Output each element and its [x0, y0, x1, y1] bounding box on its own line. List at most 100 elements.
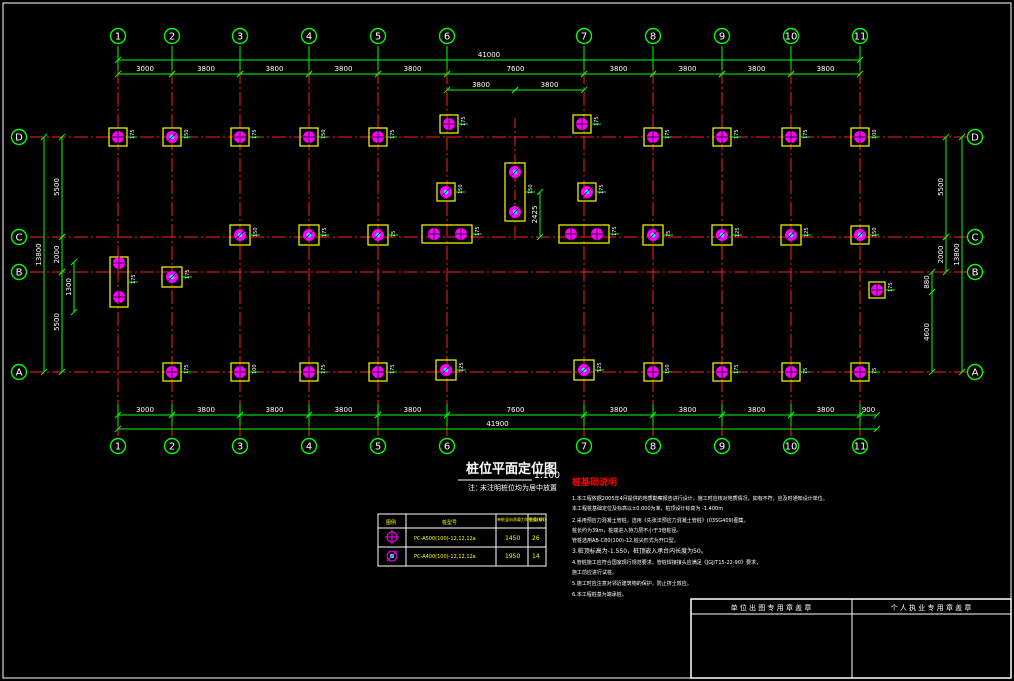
cap-A-7-label: 125	[597, 362, 603, 372]
cap-C-3-label: 150	[253, 227, 259, 237]
axis-bubble-right-C-label: C	[972, 233, 979, 244]
axis-bubble-right-D-label: D	[971, 133, 979, 144]
note-prefix: 注：	[468, 483, 482, 492]
axis-bubble-top-4-label: 4	[306, 32, 312, 43]
axis-bubble-right-C-circle	[966, 228, 984, 246]
dim-bottom-span-3-text: 3800	[266, 406, 284, 414]
cap-B-2-label: 175	[185, 269, 191, 279]
dim-right-seg-2-tick-1	[942, 268, 950, 276]
axis-bubble-right-D-circle	[966, 128, 984, 146]
axis-bubble-top-5-circle	[369, 27, 387, 45]
dim-top-overall-text: 41000	[478, 51, 500, 59]
dim-top-span-4-tick-0	[305, 70, 313, 78]
legend-symbol-1	[385, 530, 399, 544]
dim-bottom-overall-text: 41900	[486, 420, 508, 428]
axis-bubble-top-8-label: 8	[650, 32, 656, 43]
dim-top-span-6-text: 7600	[507, 65, 525, 73]
axis-bubble-top-6-label: 6	[444, 32, 450, 43]
cap-C-4-label: 175	[322, 227, 328, 237]
axis-bubble-left-C-label: C	[16, 233, 23, 244]
axis-bubble-left-A-circle	[10, 363, 28, 381]
cap-C-11-0-pile-slash	[854, 229, 866, 241]
dim-bottom-span-3-tick-0	[236, 411, 244, 419]
dim-bottom-span-2-tick-0	[168, 411, 176, 419]
cap-center-0-pile-slash	[509, 166, 521, 178]
cap-D-7-label: 175	[594, 116, 600, 126]
drawing-scale: 1:100	[534, 471, 560, 481]
dim-bottom-span-8-text: 3800	[679, 406, 697, 414]
axis-bubble-top-7-label: 7	[581, 32, 587, 43]
cap-C-10-label: 125	[804, 227, 810, 237]
axis-bubble-right-A-circle	[966, 363, 984, 381]
dim-top-span-3-tick-0	[236, 70, 244, 78]
cap-mid-7-0-pile-slash	[581, 186, 593, 198]
dim-bottom-span-1-tick-0	[114, 411, 122, 419]
cap-center-1-pile-slash	[509, 206, 521, 218]
cap-D-1-label: 175	[130, 129, 136, 139]
axis-bubble-bottom-4-circle	[300, 437, 318, 455]
axis-bubble-bottom-2-label: 2	[169, 442, 175, 453]
cap-C-4-0-pile-slash	[303, 229, 315, 241]
cap-A-10-label: 75	[803, 368, 809, 374]
table-row1-capacity: 1450	[505, 535, 520, 542]
cap-A-6-0-pile-slash	[440, 364, 452, 376]
cap-B-1-label: 175	[131, 274, 137, 284]
cap-A-3-label: 100	[252, 364, 258, 374]
axis-bubble-top-10-label: 10	[785, 32, 798, 43]
dim-top-span-1-tick-0	[114, 70, 122, 78]
dim-right-seg-1-tick-0	[942, 133, 950, 141]
cap-A-8-label: 150	[665, 364, 671, 374]
axis-bubble-top-10-circle	[782, 27, 800, 45]
axis-bubble-bottom-7-circle	[575, 437, 593, 455]
note-line-4: 桩长约为39m，桩端进入持力层不小于3倍桩径。	[572, 527, 681, 534]
axis-bubble-bottom-8-circle	[644, 437, 662, 455]
dim-center-vertical-tick-0	[536, 188, 544, 196]
cap-A-2-label: 175	[184, 364, 190, 374]
axis-bubble-top-1-label: 1	[115, 32, 121, 43]
axis-bubble-left-B-label: B	[16, 268, 23, 279]
dim-top-span-9-tick-0	[718, 70, 726, 78]
axis-bubble-top-2-circle	[163, 27, 181, 45]
cap-D-8-label: 175	[665, 129, 671, 139]
dim-right-inner-2-tick-0	[928, 288, 936, 296]
cap-D-11-label: 100	[872, 129, 878, 139]
dim-bottom-span-4-tick-0	[305, 411, 313, 419]
dim-top-inner-2-tick-0	[511, 86, 519, 94]
cap-A-11-label: 75	[872, 368, 878, 374]
axis-bubble-top-9-label: 9	[719, 32, 725, 43]
axis-bubble-top-11-circle	[851, 27, 869, 45]
dim-right-seg-2-tick-0	[942, 233, 950, 241]
drawing-title: 桩位平面定位图	[466, 461, 557, 477]
dim-top-span-10-tick-0	[787, 70, 795, 78]
dim-top-span-3-text: 3800	[266, 65, 284, 73]
dim-top-span-7-text: 3800	[610, 65, 628, 73]
dim-top-span-10-text: 3800	[817, 65, 835, 73]
cap-A-5-label: 175	[390, 364, 396, 374]
cap-A-6-label: 125	[459, 362, 465, 372]
note-line-1: 1.本工程依据2005年4月提供的地质勘察报告进行设计，施工时应核对地质情况，如…	[572, 495, 828, 502]
legend-symbol-2	[386, 550, 398, 562]
note-line-2: 本工程桩基础定位及标高以±0.000为准，桩顶设计标高为 -1.400m	[572, 505, 723, 512]
axis-bubble-right-A-label: A	[972, 368, 979, 379]
note-line-6: 3.桩顶标高为-1.550，桩顶嵌入承台内长度为50。	[572, 547, 707, 555]
dim-bottom-span-5-text: 3800	[404, 406, 422, 414]
cap-C-5-0-pile-slash	[372, 229, 384, 241]
dim-top-inner-2-text: 3800	[541, 81, 559, 89]
axis-bubble-left-C-circle	[10, 228, 28, 246]
cap-D-9-label: 175	[734, 129, 740, 139]
dim-top-span-1-text: 3000	[136, 65, 154, 73]
cap-A-4-label: 175	[321, 364, 327, 374]
dim-right-outer-tick-0	[958, 133, 966, 141]
foundation-notes: 桩基础说明 1.本工程依据2005年4月提供的地质勘察报告进行设计，施工时应核对…	[572, 476, 828, 598]
cap-D-2-label: 150	[184, 129, 190, 139]
dim-right-inner-2-tick-1	[928, 368, 936, 376]
title-block-unit-stamp: 单 位 出 图 专 用 章 盖 章	[731, 603, 812, 612]
dim-bottom-span-11-text: 900	[862, 406, 875, 414]
dim-bottom-span-1-text: 3000	[136, 406, 154, 414]
table-row2-capacity: 1950	[505, 553, 520, 560]
cap-D-5-label: 175	[390, 129, 396, 139]
dim-bottom-span-9-text: 3800	[748, 406, 766, 414]
dim-top-span-5-tick-0	[374, 70, 382, 78]
